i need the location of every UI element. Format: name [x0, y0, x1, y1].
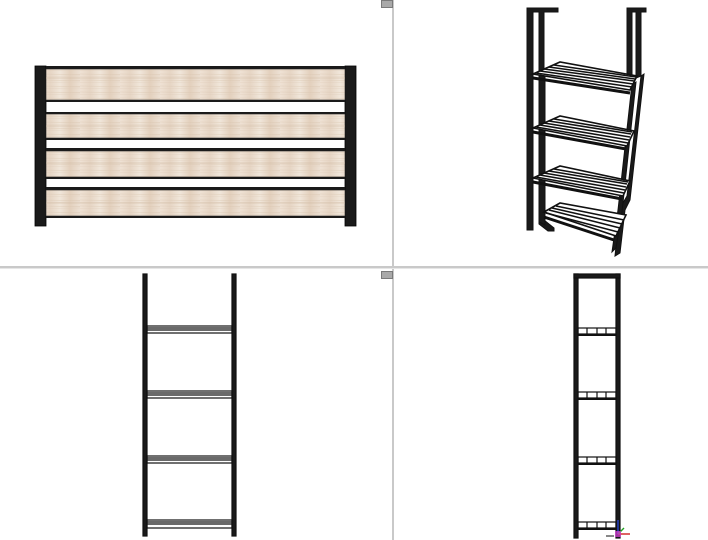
front-shelf-2 [45, 112, 346, 140]
persp-front-left-post [538, 69, 546, 226]
viewport-side[interactable] [0, 268, 392, 540]
viewport-divider-horizontal[interactable] [0, 266, 708, 268]
front-shelf-1 [45, 66, 346, 102]
persp-shelf-2 [530, 115, 636, 151]
front-view-drawing [34, 65, 357, 227]
maximize-viewport-icon[interactable] [381, 0, 393, 8]
side-right-post [231, 273, 237, 537]
front-shelf-4 [45, 187, 346, 218]
side-shelf-1 [146, 325, 233, 334]
persp-right-frame-outer [626, 7, 647, 85]
front-right-post [344, 65, 357, 227]
persp-shelf-1 [530, 61, 639, 95]
top-shelf-2 [577, 391, 617, 400]
top-frame-top [573, 273, 621, 279]
side-shelf-3 [146, 455, 233, 464]
persp-shelf-4 [542, 202, 628, 242]
viewport-front[interactable] [0, 0, 392, 266]
top-shelf-4 [577, 521, 617, 530]
top-shelf-1 [577, 327, 617, 336]
top-frame-right [615, 273, 621, 539]
perspective-view-drawing [526, 7, 647, 257]
viewport-divider-vertical[interactable] [392, 0, 394, 540]
top-frame-left [573, 273, 579, 539]
maximize-viewport-icon[interactable] [381, 271, 393, 279]
front-shelf-3 [45, 148, 346, 179]
persp-shelves [530, 61, 639, 242]
side-left-post [142, 273, 148, 537]
viewport-perspective[interactable] [394, 0, 708, 266]
front-left-post [34, 65, 47, 227]
viewport-top[interactable] [394, 268, 708, 540]
persp-shelf-3 [530, 165, 632, 201]
side-shelf-2 [146, 390, 233, 399]
side-view-drawing [142, 273, 237, 537]
top-shelf-3 [577, 456, 617, 465]
top-view-drawing [573, 273, 621, 539]
axis-triad-icon [606, 520, 630, 537]
viewport-divider-shadow [0, 268, 708, 269]
side-shelf-4 [146, 519, 233, 529]
